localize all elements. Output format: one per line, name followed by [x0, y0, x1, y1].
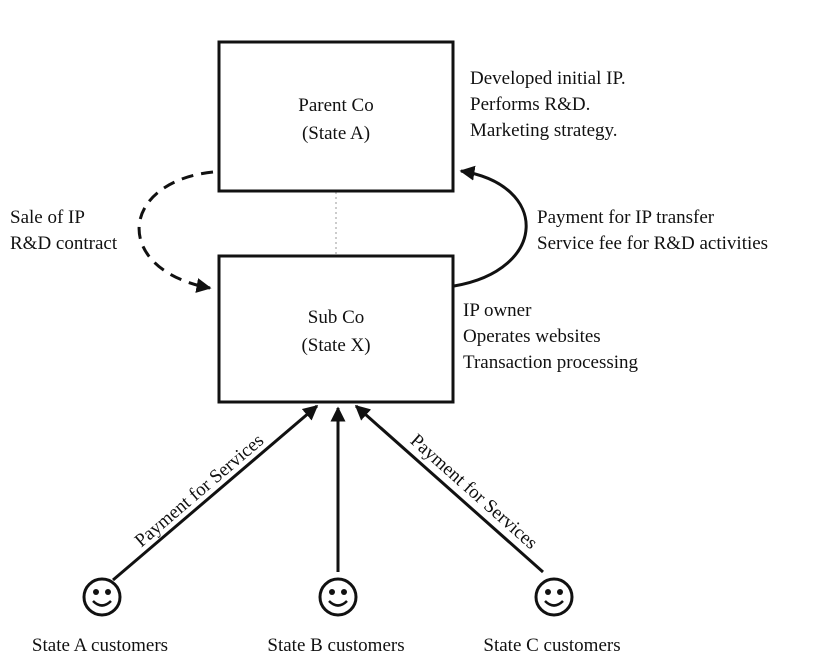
parent-co-name: Parent Co [298, 95, 373, 116]
sub-co-state: (State X) [301, 335, 370, 356]
smiley-face-icon [534, 577, 574, 617]
customer-labels: State A customers State B customers Stat… [32, 635, 621, 656]
customer-label-state-b: State B customers [267, 635, 404, 656]
left-flow-label: Sale of IP [10, 207, 85, 228]
left-flow-label: R&D contract [10, 233, 118, 254]
payment-for-services-label-left: Payment for Services [131, 430, 268, 552]
parent-notes: Developed initial IP. Performs R&D. Mark… [470, 68, 626, 141]
payment-for-services-label-right: Payment for Services [406, 430, 541, 554]
parent-note: Marketing strategy. [470, 120, 618, 141]
customer-label-state-c: State C customers [483, 635, 620, 656]
payment-for-ip-arrow [453, 165, 528, 288]
payment-arrow-state-a [112, 404, 319, 582]
sub-co-box: Sub Co (State X) [217, 254, 455, 404]
payment-arrow-state-c [354, 404, 544, 574]
left-flow-labels: Sale of IP R&D contract [10, 207, 118, 254]
sub-note: IP owner [463, 300, 532, 321]
right-flow-label: Service fee for R&D activities [537, 233, 768, 254]
right-flow-labels: Payment for IP transfer Service fee for … [537, 207, 768, 254]
sub-co-name: Sub Co [308, 307, 365, 328]
smiley-face-icon [82, 577, 122, 617]
sale-of-ip-arrow [137, 170, 214, 293]
sub-note: Transaction processing [463, 352, 639, 373]
sub-notes: IP owner Operates websites Transaction p… [463, 300, 639, 373]
parent-co-state: (State A) [302, 123, 370, 144]
customer-label-state-a: State A customers [32, 635, 168, 656]
parent-co-box: Parent Co (State A) [217, 40, 455, 193]
parent-note: Performs R&D. [470, 94, 590, 115]
smiley-face-icon [318, 577, 358, 617]
parent-note: Developed initial IP. [470, 68, 626, 89]
right-flow-label: Payment for IP transfer [537, 207, 715, 228]
sub-note: Operates websites [463, 326, 601, 347]
